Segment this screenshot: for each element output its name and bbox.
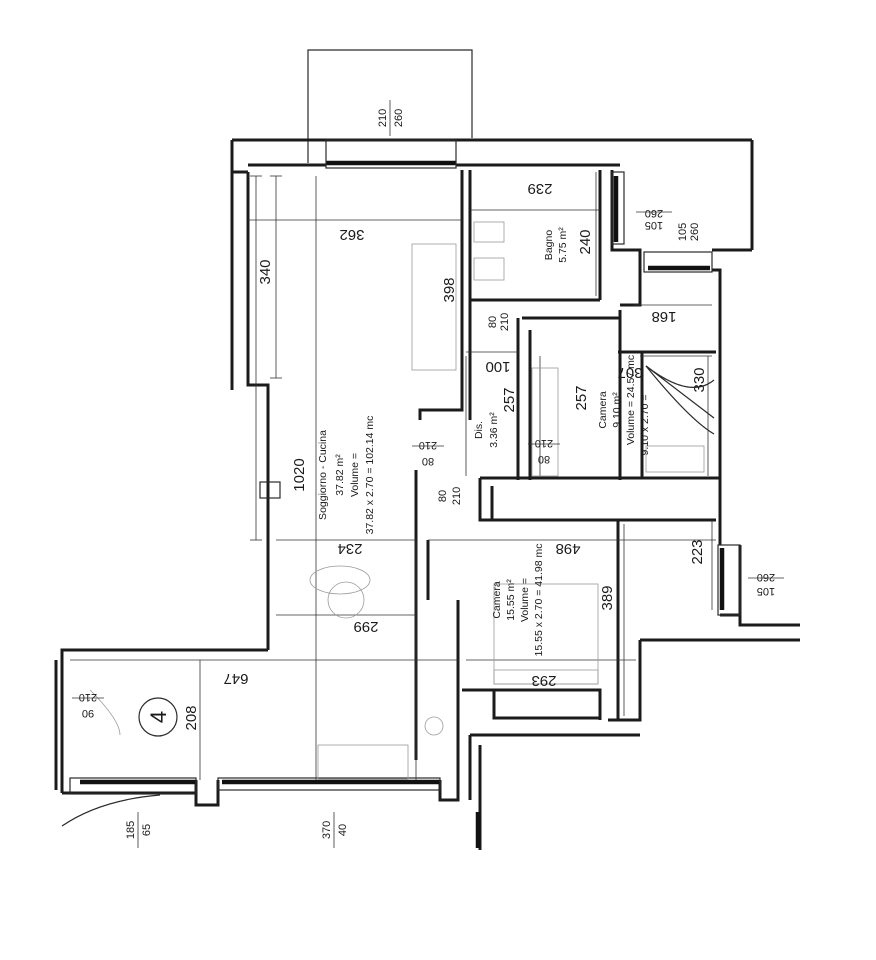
opening-right-b: 260: [757, 571, 775, 583]
room-area: 37.82 m²: [334, 454, 346, 496]
room-area: 5.75 m²: [557, 227, 569, 263]
room-volume-label: Volume = 24.57 mc: [625, 355, 637, 445]
door-entry-b: 210: [79, 691, 97, 703]
room-area: 3.36 m²: [488, 412, 500, 448]
room-label-camera-large: Camera 15.55 m² Volume = 15.55 x 2.70 = …: [491, 544, 545, 657]
room-volume-calc: 37.82 x 2.70 = 102.14 mc: [364, 416, 376, 535]
dim-234: 234: [337, 540, 362, 557]
door-left-b: 210: [419, 439, 437, 451]
room-area: 9.10 m²: [611, 392, 623, 428]
dim-293: 293: [531, 672, 556, 689]
room-area: 15.55 m²: [505, 579, 517, 621]
door-bagno-b: 210: [499, 313, 511, 331]
opening-top-a: 210: [377, 109, 389, 127]
door-liv-b: 210: [451, 487, 463, 505]
room-name: Dis.: [473, 421, 485, 439]
dim-257b: 257: [573, 385, 590, 410]
dim-208: 208: [183, 705, 200, 730]
bottom-win-b: 65: [141, 824, 153, 836]
door-dis-a: 80: [538, 453, 550, 465]
room-volume-label: Volume =: [349, 453, 361, 497]
opening-labels: 210 260 260 105 105 260 260 105 80 210 2…: [72, 100, 784, 848]
opening-bagno-b: 260: [645, 207, 663, 219]
opening-top-b: 260: [393, 109, 405, 127]
bottom-win2-b: 40: [337, 824, 349, 836]
outer-walls: [54, 138, 800, 850]
balcony-outline: [307, 49, 473, 163]
dim-330: 330: [691, 367, 708, 392]
room-volume-calc: 15.55 x 2.70 = 41.98 mc: [533, 544, 545, 657]
dim-240: 240: [577, 229, 594, 254]
room-volume-label: Volume =: [519, 578, 531, 622]
door-left-a: 80: [422, 455, 434, 467]
dimension-labels: 1020 340 362 398 239 240 168 307 330 257…: [183, 180, 708, 731]
door-entry-a: 90: [82, 707, 94, 719]
bottom-win-a: 185: [125, 821, 137, 839]
room-name: Camera: [491, 581, 503, 619]
dim-340: 340: [257, 259, 274, 284]
door-dis-b: 210: [535, 437, 553, 449]
windows: [69, 139, 741, 848]
dim-168: 168: [651, 308, 676, 325]
dim-362: 362: [339, 226, 364, 243]
dim-239: 239: [527, 180, 552, 197]
room-label-camera-small: Camera 9.10 m² Volume = 24.57 mc 9.10 x …: [597, 355, 651, 456]
room-label-soggiorno: Soggiorno - Cucina 37.82 m² Volume = 37.…: [317, 416, 376, 535]
door-bagno-a: 80: [487, 316, 499, 328]
room-name: Bagno: [543, 230, 555, 261]
opening-right-a: 105: [757, 585, 775, 597]
dim-389: 389: [599, 585, 616, 610]
unit-badge: 4: [146, 711, 171, 723]
room-label-bagno: Bagno 5.75 m²: [543, 227, 569, 263]
room-label-dis: Dis. 3.36 m²: [473, 412, 500, 448]
room-name: Soggiorno - Cucina: [317, 430, 329, 520]
room-name: Camera: [597, 391, 609, 429]
dim-398: 398: [441, 277, 458, 302]
dim-647: 647: [223, 670, 248, 687]
dim-498: 498: [555, 540, 580, 557]
dim-223: 223: [689, 539, 706, 564]
opening-bagno-a: 105: [645, 219, 663, 231]
unit-badge-circle: [138, 697, 178, 737]
room-volume-calc: 9.10 x 2.70 =: [639, 394, 651, 455]
dim-257a: 257: [501, 387, 518, 412]
furniture: [61, 221, 715, 827]
dim-100: 100: [485, 358, 510, 375]
opening-bagno-d: 260: [689, 223, 701, 241]
dim-299: 299: [353, 618, 378, 635]
bottom-win2-a: 370: [321, 821, 333, 839]
door-liv-a: 80: [437, 490, 449, 502]
dim-307: 307: [617, 364, 642, 381]
opening-bagno-c: 105: [677, 223, 689, 241]
dim-1020: 1020: [291, 458, 308, 491]
